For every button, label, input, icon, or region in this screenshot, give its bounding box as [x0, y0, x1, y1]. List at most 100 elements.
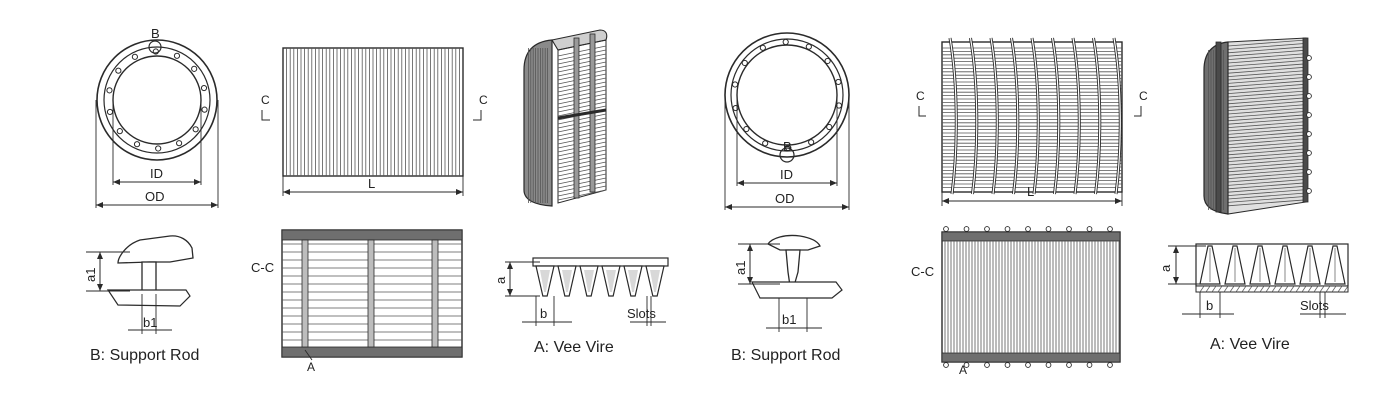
hatch-line — [1229, 285, 1235, 293]
iso-ring-band — [557, 108, 607, 120]
wire-line — [557, 49, 607, 61]
support-rod-dot — [176, 140, 183, 147]
od-arrow-left — [96, 202, 103, 208]
vee-profile-shade — [562, 270, 572, 292]
support-rod-dot — [741, 59, 748, 67]
wire-line — [1227, 83, 1307, 91]
left-ring-view: B ID OD — [95, 26, 219, 208]
wire-line — [557, 161, 607, 173]
wire-line — [557, 101, 607, 113]
wire-line — [1227, 172, 1307, 179]
a-arrow-top — [1173, 246, 1179, 253]
wire-line — [1227, 145, 1307, 152]
hatch-line — [1325, 285, 1331, 293]
ring-outer — [96, 39, 218, 161]
rod-stem — [141, 261, 157, 295]
section-rod-1 — [301, 239, 309, 348]
l-arrow-left — [942, 198, 949, 204]
wire-line — [557, 121, 607, 133]
vee-profile-shade — [650, 270, 660, 292]
left-iso-view — [523, 29, 608, 207]
right-side-view: C C L — [916, 37, 1148, 206]
support-rod-dot — [732, 104, 739, 112]
support-rod-height-label: a1 — [83, 268, 98, 282]
length-label: L — [1027, 184, 1034, 199]
wire-line — [557, 149, 607, 161]
wire-line — [1227, 46, 1307, 54]
hatch-line — [1223, 285, 1229, 293]
wire-line — [557, 89, 607, 101]
id-arrow-right — [194, 179, 201, 185]
hatch-line — [1307, 285, 1313, 293]
section-rod-2 — [367, 239, 375, 348]
support-rod-dot — [173, 52, 181, 59]
vee-profile-shade — [540, 270, 550, 292]
wire-line — [557, 181, 607, 193]
ring-inner — [112, 55, 202, 145]
hatch-line — [1319, 285, 1325, 293]
wire-line — [557, 125, 607, 137]
section-arrow-left — [918, 106, 926, 117]
section-vertical-wires — [944, 241, 1120, 353]
section-arrow-right — [473, 110, 482, 121]
hatch-line — [1283, 285, 1289, 293]
vee-profile-shade — [584, 270, 594, 292]
hatch-line — [1235, 285, 1241, 293]
a1-arrow-bottom — [747, 277, 753, 284]
left-side-view: C C L — [261, 47, 488, 196]
id-arrow-right — [830, 180, 837, 186]
wire-line — [557, 157, 607, 169]
rod-end-dot — [1306, 188, 1312, 194]
vee-base-hatch — [1199, 285, 1349, 293]
wire-line — [1227, 155, 1307, 162]
rod-end-dot — [1045, 226, 1052, 232]
wire-line — [557, 117, 607, 129]
detail-a-mark: A — [959, 363, 967, 377]
wire-line — [1227, 179, 1307, 186]
iso-horizontal-wires — [1227, 39, 1307, 207]
wire-line — [1227, 192, 1307, 200]
a-arrow-bottom — [507, 289, 513, 296]
hatch-line — [1205, 285, 1211, 293]
vee-wire-caption: A: Vee Vire — [534, 339, 614, 356]
support-rod-dot — [805, 43, 812, 50]
rod-end-dot — [1306, 169, 1312, 175]
wire-line — [1227, 114, 1307, 122]
wire-line — [557, 69, 607, 81]
hatch-line — [1301, 285, 1307, 293]
side-view-outline — [941, 41, 1123, 193]
wire-line — [1227, 168, 1307, 176]
hatch-line — [1271, 285, 1277, 293]
wire-line — [1227, 182, 1307, 190]
vee-frame — [1195, 243, 1349, 287]
rod-end-dot — [984, 226, 990, 232]
right-support-rod-detail: a1 b1 B: Support Rod — [731, 234, 843, 364]
support-rod-width-label: b1 — [143, 315, 157, 330]
wire-line — [557, 73, 607, 85]
left-vee-wire-detail: a b Slots A: Vee Vire — [493, 257, 669, 356]
l-arrow-right — [456, 189, 463, 195]
support-rod-dot — [133, 141, 141, 148]
wire-line — [1227, 185, 1307, 193]
rod-end-dot — [1066, 226, 1072, 232]
wire-line — [1227, 80, 1307, 88]
od-label: OD — [145, 189, 165, 204]
wire-line — [557, 53, 607, 65]
wire-line — [1227, 128, 1307, 135]
section-mark-left: C — [916, 89, 925, 103]
wire-line — [557, 189, 607, 201]
wrap-ring-highlight — [1010, 37, 1019, 195]
section-label: C-C — [911, 264, 934, 279]
hatch-line — [1343, 285, 1349, 293]
hatch-line — [1217, 285, 1223, 293]
support-rod-dot — [131, 53, 138, 60]
iso-inner-rings — [557, 45, 607, 201]
length-label: L — [368, 176, 375, 191]
rod-end-dot — [943, 362, 949, 368]
a1-arrow-top — [747, 244, 753, 251]
support-rod-height-label: a1 — [733, 261, 748, 275]
wire-line — [1227, 158, 1307, 166]
detail-a-leader — [304, 349, 313, 361]
